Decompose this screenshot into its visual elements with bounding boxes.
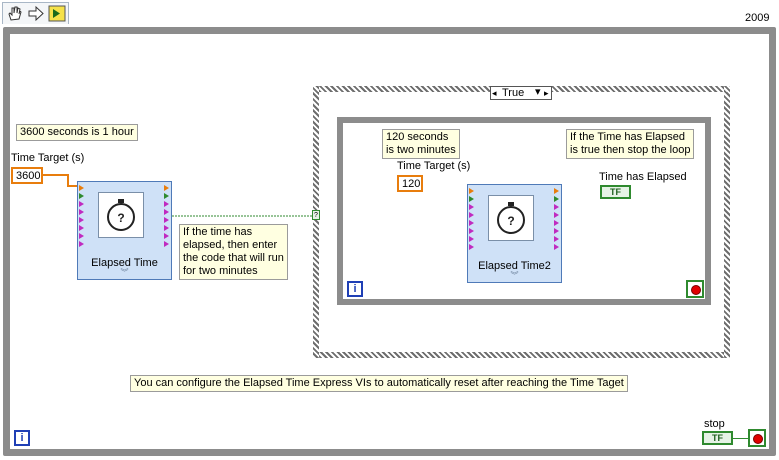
outer-iteration-terminal: i: [14, 430, 30, 446]
terminal-arrow: [79, 185, 84, 191]
terminal-stubs: [469, 188, 474, 250]
terminal-arrow: [79, 233, 84, 239]
stop-control[interactable]: TF: [702, 431, 733, 445]
terminal-stubs: [554, 188, 559, 250]
terminal-arrow: [469, 196, 474, 202]
terminal-arrow: [554, 220, 559, 226]
terminal-arrow: [469, 220, 474, 226]
stop-comment: If the Time has Elapsed is true then sto…: [566, 129, 695, 159]
terminal-arrow: [164, 225, 169, 231]
wire-stop: [733, 438, 749, 439]
comment-line: If the time has: [183, 226, 253, 238]
elapsed-time-caption: Elapsed Time: [91, 257, 158, 269]
time-has-elapsed-label: Time has Elapsed: [599, 171, 687, 183]
stop-label: stop: [704, 418, 725, 430]
terminal-arrow: [79, 217, 84, 223]
hand-tool-icon[interactable]: [6, 5, 24, 22]
terminal-arrow: [164, 201, 169, 207]
terminal-arrow: [554, 244, 559, 250]
terminal-arrow: [79, 209, 84, 215]
comment-line: is two minutes: [386, 144, 456, 156]
run-continuously-icon[interactable]: [48, 5, 66, 22]
run-arrow-icon[interactable]: [27, 5, 45, 22]
comment-line: 120 seconds: [386, 131, 449, 143]
svg-text:?: ?: [117, 211, 124, 225]
version-label: 2009: [745, 12, 770, 24]
stopwatch-icon: ?: [98, 192, 144, 238]
elapsed-time2-caption: Elapsed Time2: [478, 260, 551, 272]
comment-line: If the Time has Elapsed: [570, 131, 685, 143]
terminal-arrow: [469, 228, 474, 234]
inner-iteration-terminal: i: [347, 281, 363, 297]
terminal-arrow: [79, 241, 84, 247]
terminal-arrow: [79, 193, 84, 199]
terminal-arrow: [554, 196, 559, 202]
terminal-arrow: [469, 212, 474, 218]
case-value: True: [502, 87, 525, 99]
terminal-arrow: [164, 185, 169, 191]
case-selector-label[interactable]: ◂ True ▾ ▸: [490, 86, 552, 100]
case-next-icon[interactable]: ▸: [544, 88, 549, 98]
reset-config-note: You can configure the Elapsed Time Expre…: [130, 375, 628, 392]
inner-stop-terminal[interactable]: [686, 280, 704, 298]
terminal-arrow: [469, 188, 474, 194]
terminal-arrow: [164, 209, 169, 215]
terminal-arrow: [164, 233, 169, 239]
terminal-arrow: [469, 204, 474, 210]
comment-line: for two minutes: [183, 265, 258, 277]
terminal-arrow: [164, 193, 169, 199]
terminal-arrow: [554, 228, 559, 234]
time-target-label: Time Target (s): [11, 152, 85, 164]
elapsed-comment: If the time has elapsed, then enter the …: [179, 224, 288, 280]
terminal-arrow: [554, 204, 559, 210]
two-minute-note: 120 seconds is two minutes: [382, 129, 460, 159]
time-has-elapsed-indicator[interactable]: TF: [600, 185, 631, 199]
terminal-arrow: [79, 201, 84, 207]
terminal-arrow: [79, 225, 84, 231]
expand-chevron-icon[interactable]: ︾: [510, 271, 519, 280]
case-prev-icon[interactable]: ◂: [492, 88, 497, 98]
terminal-stubs: [79, 185, 84, 247]
comment-line: is true then stop the loop: [570, 144, 691, 156]
expand-chevron-icon[interactable]: ︾: [120, 268, 129, 277]
inner-time-target-label: Time Target (s): [397, 160, 471, 172]
case-selector-terminal[interactable]: ?: [312, 210, 320, 220]
terminal-arrow: [164, 241, 169, 247]
terminal-stubs: [164, 185, 169, 247]
stopwatch-icon: ?: [488, 195, 534, 241]
terminal-arrow: [554, 188, 559, 194]
svg-text:?: ?: [507, 214, 514, 228]
terminal-arrow: [554, 212, 559, 218]
terminal-arrow: [164, 217, 169, 223]
comment-line: the code that will run: [183, 252, 284, 264]
elapsed-time-express-vi[interactable]: ? Elapsed Time ︾: [77, 181, 172, 280]
comment-line: elapsed, then enter: [183, 239, 278, 251]
case-dropdown-icon[interactable]: ▾: [535, 86, 541, 98]
time-target-control[interactable]: 3600: [11, 167, 43, 184]
terminal-arrow: [469, 236, 474, 242]
terminal-arrow: [554, 236, 559, 242]
toolbar: [2, 2, 69, 24]
inner-time-target-control[interactable]: 120: [397, 175, 423, 192]
elapsed-time2-express-vi[interactable]: ? Elapsed Time2 ︾: [467, 184, 562, 283]
terminal-arrow: [469, 244, 474, 250]
hour-note: 3600 seconds is 1 hour: [16, 124, 138, 141]
outer-stop-terminal[interactable]: [748, 429, 766, 447]
